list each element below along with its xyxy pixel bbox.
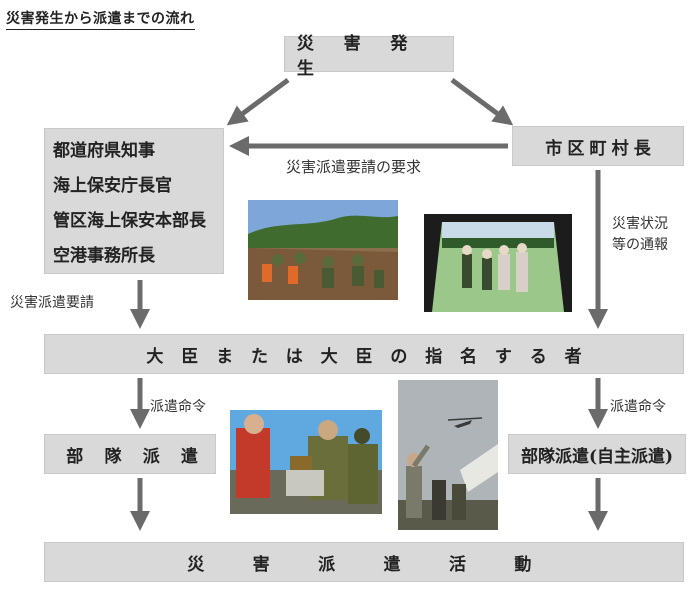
node-disaster-label: 災 害 発 生: [296, 34, 420, 79]
label-minister-to-right: 派遣命令: [610, 399, 666, 415]
photo-rescue-landslide: [248, 200, 398, 300]
arrow-disaster-to-mayor: [450, 77, 514, 126]
node-minister-label: 大臣または大臣の指名する者: [146, 346, 600, 367]
node-activity-label: 災 害 派 遣 活 動: [187, 554, 553, 575]
governor-item: 都道府県知事: [53, 141, 155, 161]
node-minister: 大臣または大臣の指名する者: [44, 334, 684, 374]
photo-supply-distribution: [230, 410, 382, 514]
node-dispatch-right: 部隊派遣(自主派遣): [508, 434, 686, 474]
label-mayor-to-minister-line1: 災害状況: [612, 216, 668, 232]
governor-item: 海上保安庁長官: [53, 176, 172, 196]
label-governors-to-minister: 災害派遣要請: [10, 295, 94, 311]
node-dispatch-left-label: 部 隊 派 遣: [66, 446, 206, 467]
node-mayor: 市区町村長: [512, 126, 684, 166]
governor-item: 管区海上保安本部長: [53, 211, 206, 231]
label-mayor-to-governors: 災害派遣要請の要求: [286, 158, 422, 176]
label-mayor-to-minister-line2: 等の通報: [612, 237, 668, 253]
photo-helicopter-rescue: [398, 380, 498, 530]
label-minister-to-left: 派遣命令: [150, 399, 206, 415]
node-mayor-label: 市区町村長: [545, 138, 656, 159]
arrow-disaster-to-governors: [226, 77, 290, 126]
node-disaster: 災 害 発 生: [284, 34, 454, 79]
label-mayor-to-minister: 災害状況 等の通報: [612, 214, 682, 256]
node-dispatch-right-label: 部隊派遣(自主派遣): [520, 446, 674, 467]
governor-item: 空港事務所長: [53, 246, 155, 266]
node-governors: 都道府県知事 海上保安庁長官 管区海上保安本部長 空港事務所長: [44, 128, 224, 274]
photo-airlift-evacuation: [424, 214, 572, 312]
node-activity: 災 害 派 遣 活 動: [44, 542, 684, 582]
page-title: 災害発生から派遣までの流れ: [6, 8, 195, 30]
node-dispatch-left: 部 隊 派 遣: [44, 434, 216, 474]
